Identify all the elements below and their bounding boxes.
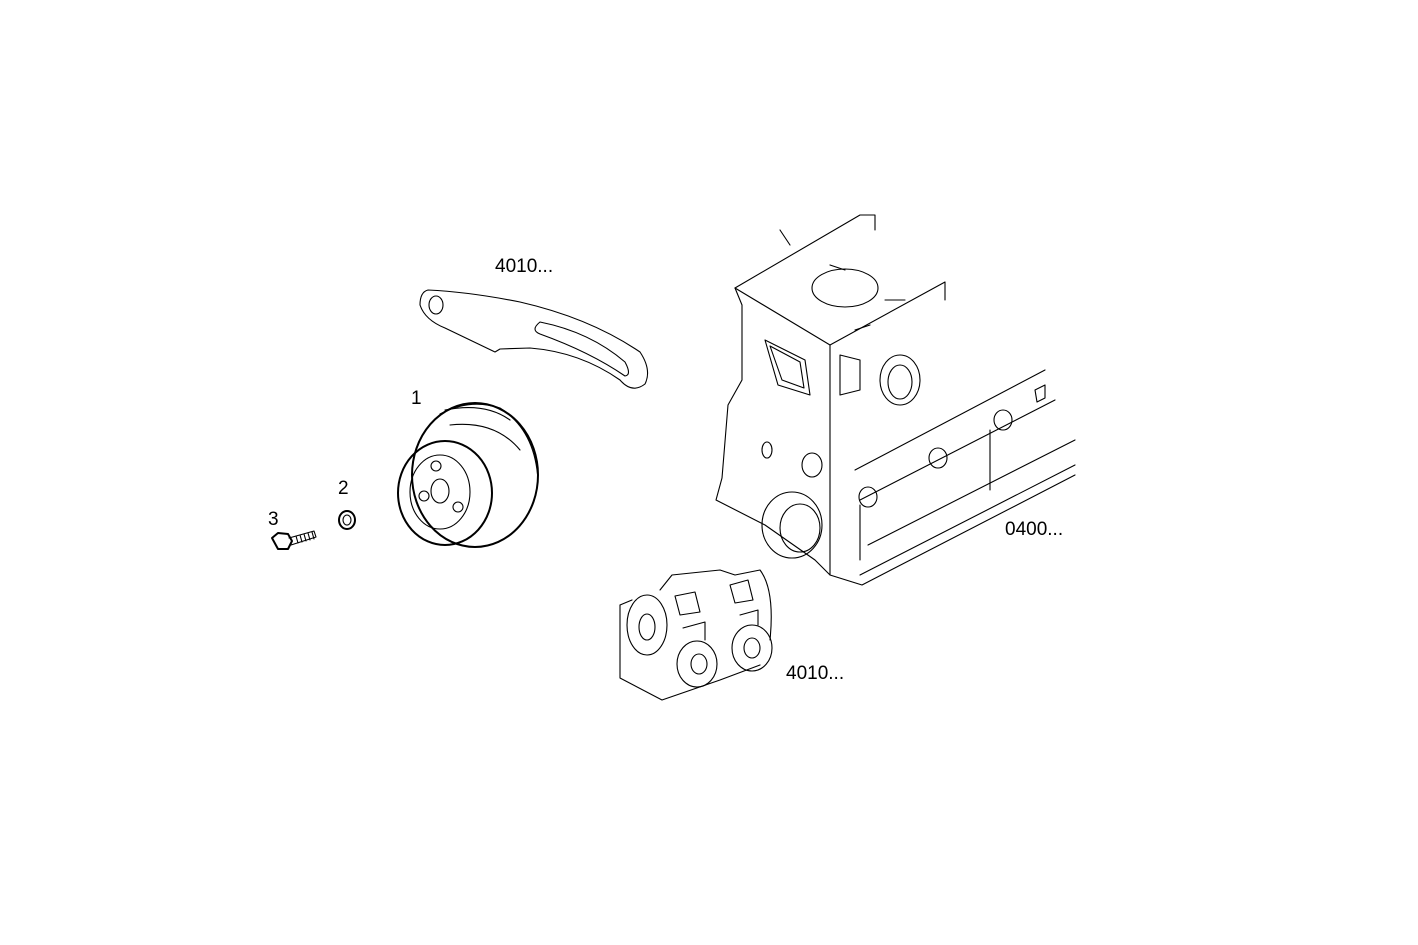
bearing-support-drawing <box>619 569 773 701</box>
engine-block-label: 0400... <box>1005 519 1064 540</box>
bracket-label: 4010... <box>495 256 554 277</box>
washer-label: 2 <box>338 478 349 499</box>
washer-drawing <box>338 510 356 530</box>
bearing-support-label: 4010... <box>786 663 845 684</box>
pulley-drawing <box>397 402 539 548</box>
bolt-drawing <box>271 530 317 550</box>
engine-block-drawing <box>715 214 1076 586</box>
bracket-drawing <box>419 289 649 389</box>
bolt-label: 3 <box>268 509 279 530</box>
pulley-label: 1 <box>411 388 422 409</box>
